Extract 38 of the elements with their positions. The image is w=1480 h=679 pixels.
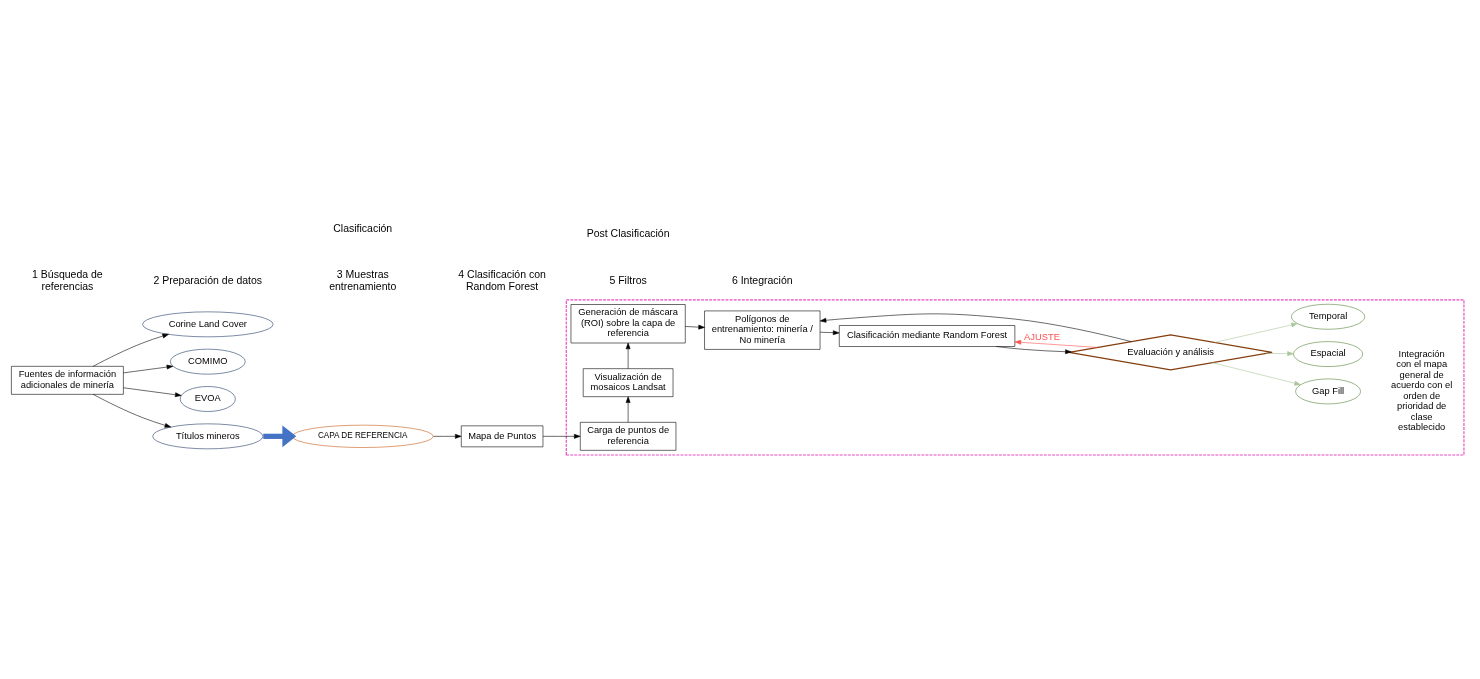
node-ellipse: COMIMO: [170, 348, 246, 375]
label: 1 Búsqueda de referencias: [32, 267, 103, 292]
label: 5 Filtros: [609, 273, 647, 286]
arrow: [92, 394, 172, 428]
arrow: [625, 396, 631, 423]
arrow: [123, 364, 174, 374]
arrow: [1214, 322, 1298, 343]
label: Clasificación: [333, 222, 393, 235]
node-box: Generación de máscara (ROI) sobre la capa de referencia: [570, 304, 686, 344]
label: 4 Clasificación con Random Forest: [458, 267, 546, 292]
arrow: [542, 434, 581, 439]
arrow: [1212, 362, 1301, 386]
arrow: [433, 434, 462, 439]
node-box: Visualización de mosaicos Landsat: [582, 368, 674, 397]
arrow: [1265, 351, 1294, 356]
node-ellipse: Espacial: [1293, 341, 1363, 367]
label: 3 Muestras entrenamiento: [329, 267, 397, 292]
arrow: [123, 387, 182, 398]
node-box: Clasificación mediante Random Forest: [839, 325, 1016, 347]
arrow: [819, 330, 840, 335]
label: Post Clasificación: [586, 227, 670, 240]
node-box: Polígonos de entrenamiento: minería / No minería: [704, 310, 821, 350]
arrow: [625, 342, 631, 369]
arrow: [995, 346, 1072, 355]
arrow: [92, 333, 169, 367]
arrow: [263, 425, 297, 448]
label: Integración con el mapa general de acuerdo con el orden de prioridad de clase establecido: [1391, 348, 1453, 433]
arrow: [1014, 339, 1098, 348]
label: 2 Preparación de datos: [153, 273, 263, 286]
arrow: [819, 313, 1132, 342]
label: 6 Integración: [731, 273, 793, 286]
cluster: [565, 299, 1465, 456]
edge-label: AJUSTE: [1024, 331, 1060, 342]
arrow: [685, 324, 705, 330]
node-ellipse: EVOA: [179, 386, 236, 412]
node-box: Fuentes de información adicionales de minería: [11, 366, 124, 395]
node-box: Mapa de Puntos: [461, 425, 544, 448]
node-box: Carga de puntos de referencia: [580, 422, 677, 451]
